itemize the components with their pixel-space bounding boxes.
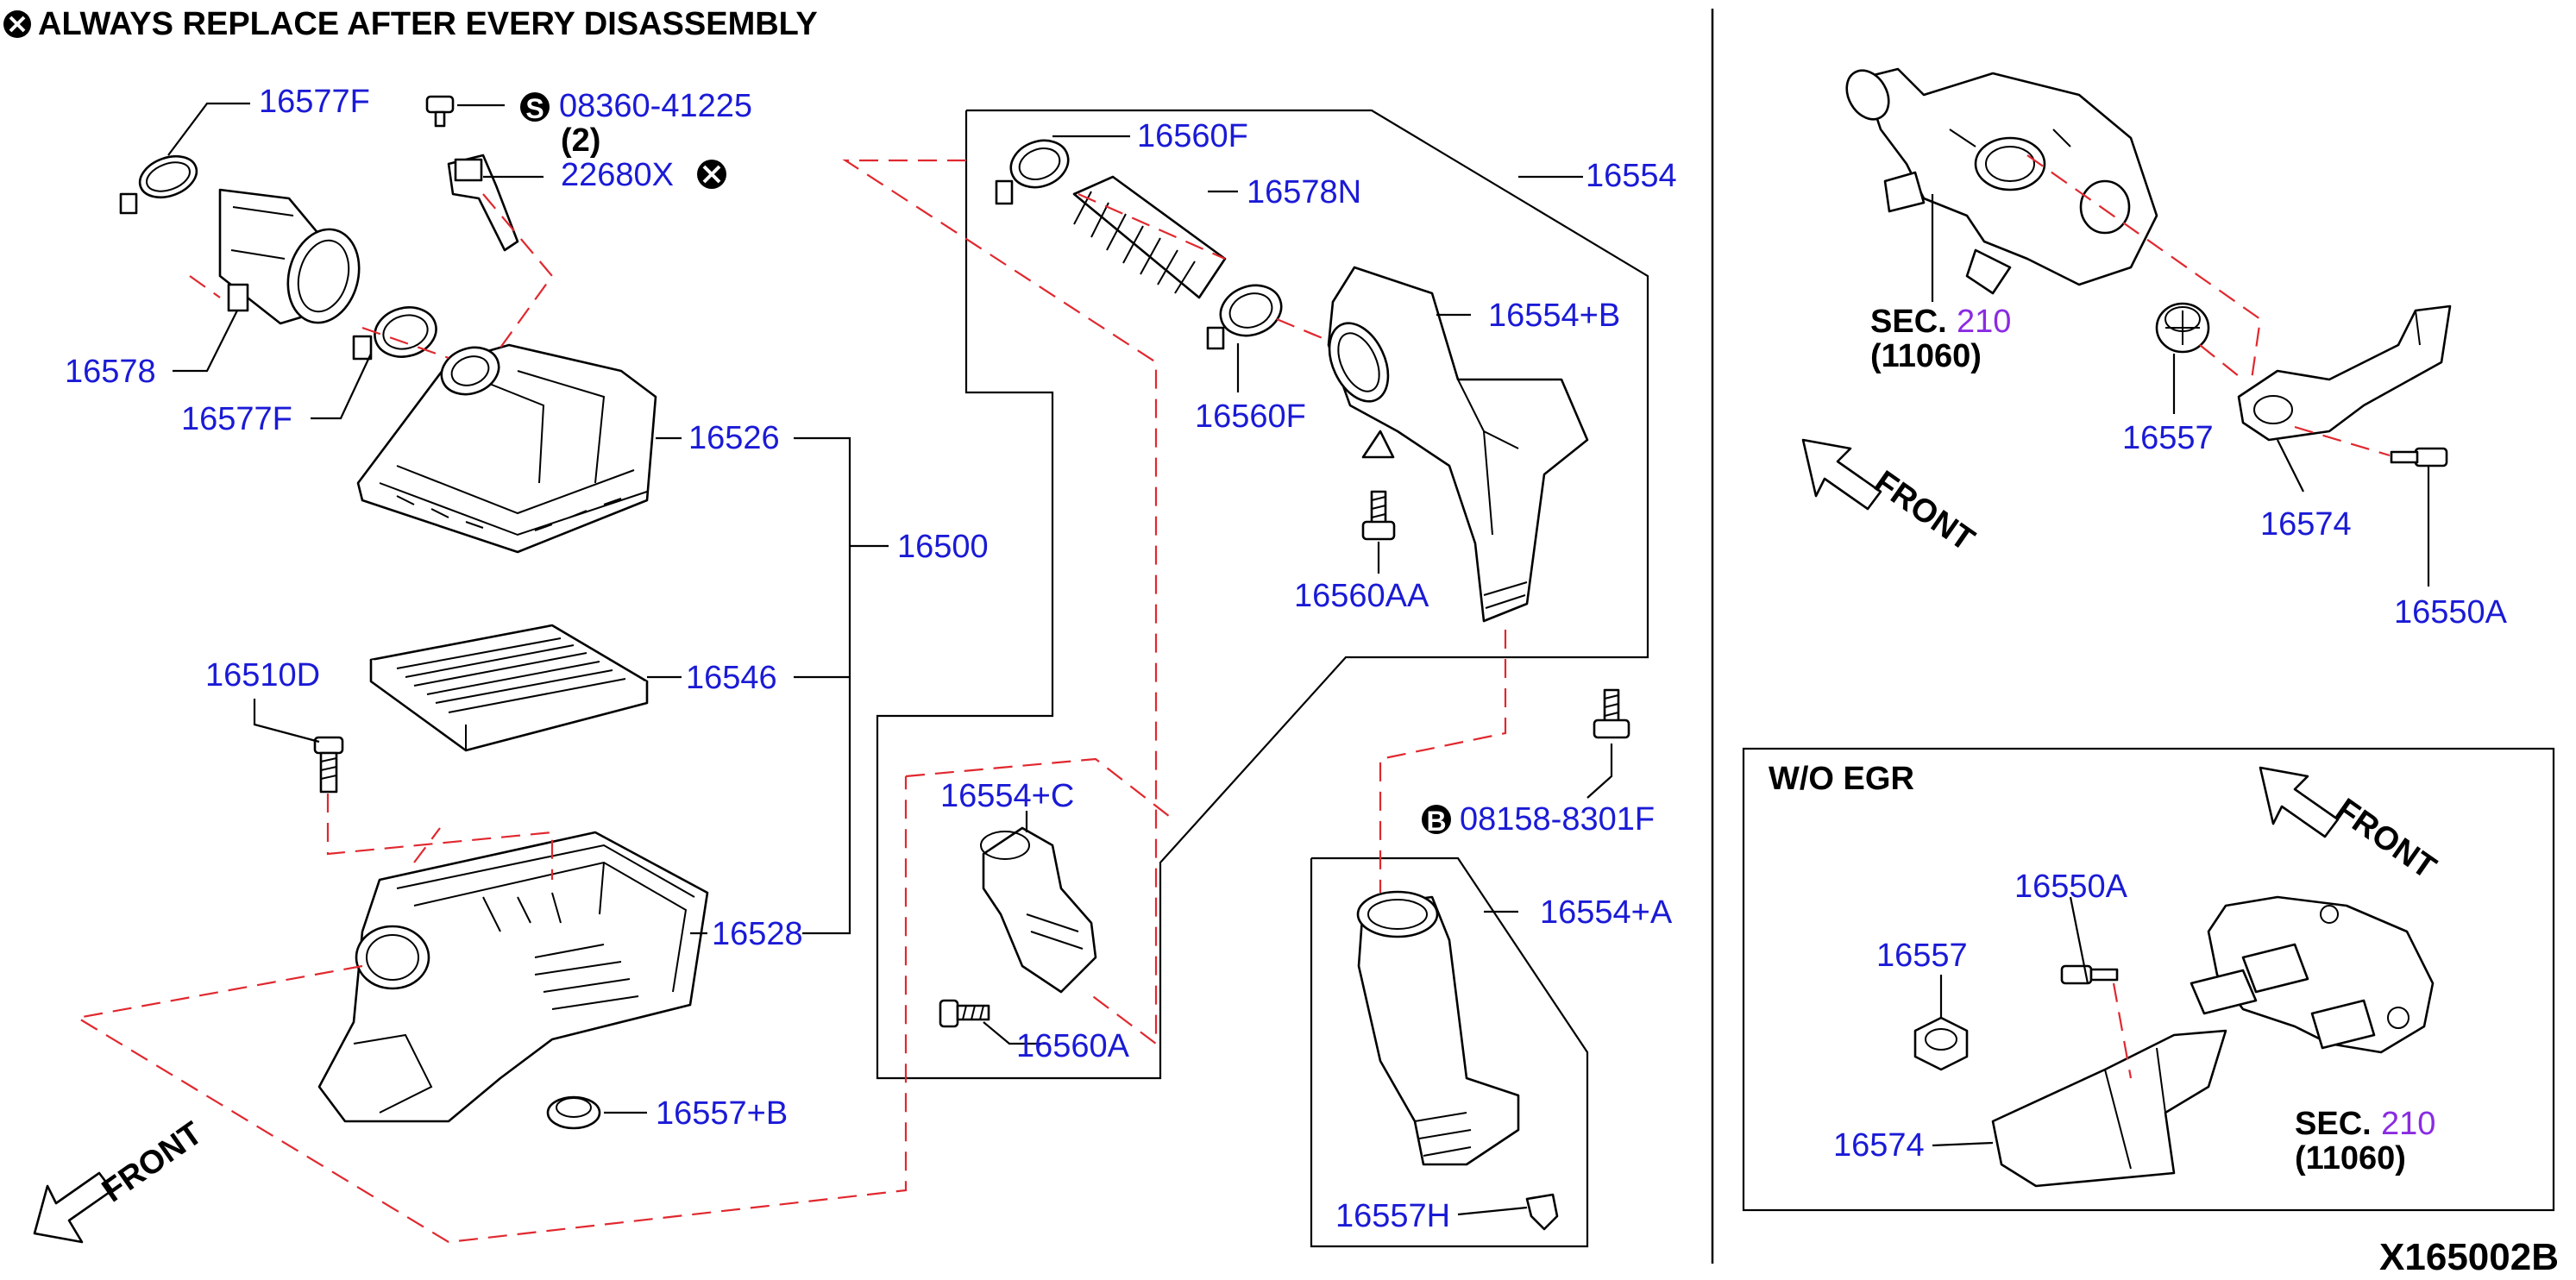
label-sec-top-num: 210	[1957, 304, 2011, 340]
clamp-16577F-top	[119, 154, 198, 215]
label-sec-top-sub: (11060)	[1870, 338, 1982, 374]
filter-16546	[369, 624, 649, 752]
label-08360-qty: (2)	[561, 122, 600, 159]
replace-note: ALWAYS REPLACE AFTER EVERY DISASSEMBLY	[3, 6, 818, 42]
bracket-16574-top	[2237, 304, 2452, 442]
front-label-left: FRONT	[96, 1115, 209, 1209]
duct-16554C	[980, 826, 1097, 994]
b-mark-letter: B	[1426, 806, 1446, 837]
label-16554A: 16554+A	[1540, 894, 1673, 931]
front-label-top: FRONT	[1868, 464, 1981, 558]
label-16577F-bottom: 16577F	[181, 401, 292, 437]
grommet-16557-box	[1913, 1016, 1969, 1071]
dashed-guide-16554C	[905, 757, 1174, 820]
wo-egr-box	[1742, 747, 2555, 1212]
bracket-16574-box	[1991, 1029, 2227, 1188]
label-16546: 16546	[686, 660, 777, 696]
label-16560A: 16560A	[1016, 1028, 1130, 1064]
label-16557B: 16557+B	[656, 1095, 788, 1132]
label-16550A-box: 16550A	[2014, 869, 2128, 905]
label-16528: 16528	[712, 916, 803, 952]
bolt-16560AA	[1361, 490, 1396, 541]
label-16554C: 16554+C	[940, 778, 1074, 814]
dashed-guides	[74, 154, 2391, 1244]
front-arrow-top: FRONT	[1801, 438, 1981, 558]
label-sec-box-num: 210	[2381, 1106, 2435, 1142]
label-16554: 16554	[1586, 158, 1677, 194]
label-16577F-top: 16577F	[259, 84, 370, 120]
s-mark-icon: S	[520, 92, 550, 124]
label-sec-box-sub: (11060)	[2295, 1140, 2406, 1176]
grommet-16557-top	[2155, 302, 2210, 354]
thermostat-housing-box	[2190, 895, 2435, 1054]
label-16578N: 16578N	[1247, 174, 1361, 210]
label-16557-top: 16557	[2122, 420, 2214, 456]
x-circle-icon-22680X	[697, 160, 726, 189]
label-16557H: 16557H	[1335, 1198, 1450, 1234]
duct-16578	[218, 188, 361, 325]
lower-case-16528	[317, 831, 709, 1123]
front-arrow-box: FRONT	[2259, 766, 2442, 886]
label-16574-box: 16574	[1833, 1127, 1925, 1164]
group-outline-16554	[876, 109, 1649, 1080]
label-08360-41225: 08360-41225	[559, 88, 752, 124]
group-outline-16554A	[1310, 856, 1589, 1248]
upper-case-16526	[356, 343, 657, 554]
label-16560F-top: 16560F	[1137, 118, 1248, 154]
thermostat-housing-top	[1845, 67, 2158, 295]
clamp-16577F-bottom	[352, 306, 437, 361]
bolt-08158-8301F	[1593, 688, 1630, 739]
label-16554B: 16554+B	[1488, 298, 1620, 334]
label-16560F-mid: 16560F	[1195, 398, 1306, 435]
label-sec-box: SEC.	[2295, 1106, 2372, 1142]
diagram-code: X165002B	[2379, 1236, 2559, 1278]
s-mark-letter: S	[525, 93, 543, 124]
b-mark-icon: B	[1422, 805, 1451, 837]
label-16510D: 16510D	[205, 657, 320, 693]
label-16574-top: 16574	[2260, 506, 2352, 543]
label-16500: 16500	[897, 529, 989, 565]
label-08158-8301F: 08158-8301F	[1460, 801, 1655, 838]
leader-lines	[167, 102, 2430, 1216]
bolt-16550A-box	[2060, 964, 2119, 985]
clip-16557H	[1525, 1193, 1559, 1231]
label-16560AA: 16560AA	[1294, 578, 1429, 614]
clamp-16560F-top	[995, 139, 1070, 205]
sensor-22680X	[447, 154, 519, 252]
label-16557-box: 16557	[1876, 938, 1968, 974]
duct-16554A	[1356, 890, 1520, 1166]
label-sec-top: SEC.	[1870, 304, 1947, 340]
duct-16554B	[1327, 266, 1589, 623]
front-label-box: FRONT	[2329, 792, 2442, 886]
screw-08360-41225	[425, 95, 455, 128]
grommet-16557B	[546, 1095, 601, 1130]
bolt-16550A-top	[2390, 447, 2448, 467]
bellows-16578N	[1072, 175, 1227, 299]
bolt-16510D	[313, 736, 344, 794]
replace-note-text: ALWAYS REPLACE AFTER EVERY DISASSEMBLY	[38, 6, 818, 42]
label-16550A-top: 16550A	[2394, 594, 2508, 631]
bolt-16560A	[939, 999, 990, 1028]
label-22680X: 22680X	[561, 157, 674, 193]
clamp-16560F-mid	[1206, 284, 1283, 350]
label-16526: 16526	[688, 420, 780, 456]
wo-egr-title: W/O EGR	[1769, 761, 1914, 797]
front-arrow-left: FRONT	[33, 1115, 209, 1244]
label-16578: 16578	[65, 354, 156, 390]
